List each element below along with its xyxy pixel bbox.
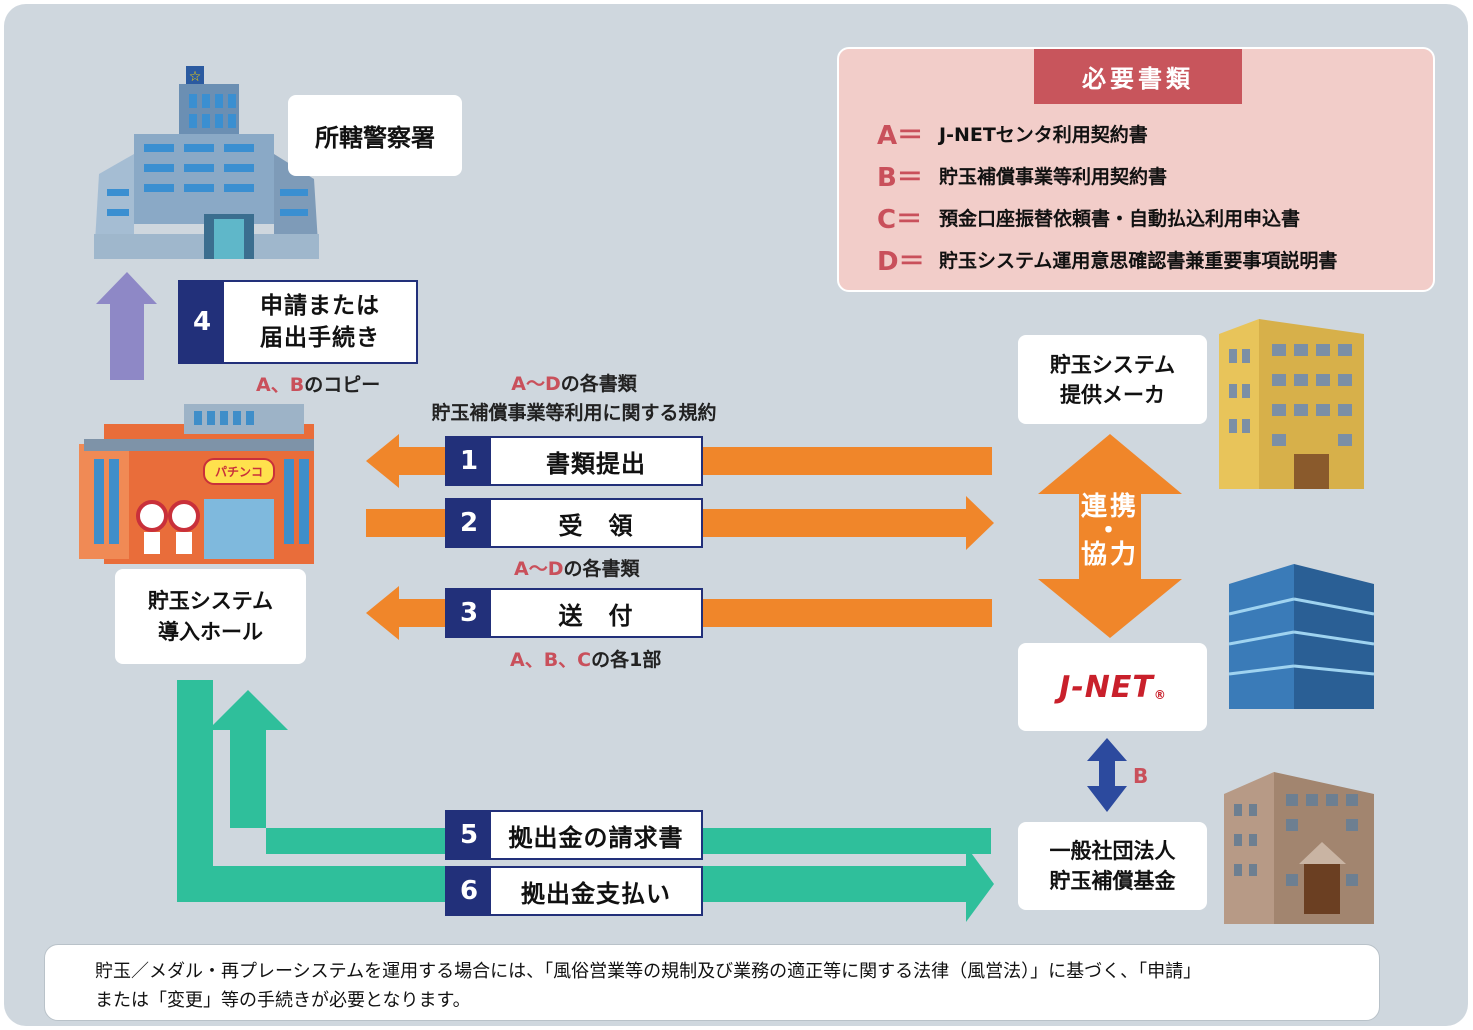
step-3-number: 3 <box>447 590 491 636</box>
fund-line1: 一般社団法人 <box>1049 839 1176 863</box>
sent-note: A、B、Cの各1部 <box>510 645 661 672</box>
jnet-building-icon <box>1228 564 1375 709</box>
required-doc-c: C＝ 預金口座振替依頼書・自動払込利用申込書 <box>877 199 1300 236</box>
required-doc-b: B＝ 貯玉補償事業等利用契約書 <box>877 157 1167 194</box>
required-doc-a: A＝ J-NETセンタ利用契約書 <box>877 115 1148 152</box>
required-doc-a-key: A＝ <box>877 121 924 151</box>
step-2: 2 受 領 <box>445 498 703 548</box>
step-3-label: 送 付 <box>558 601 634 630</box>
cooperation-line1: 連携 <box>1080 492 1139 522</box>
maker-box: 貯玉システム 提供メーカ <box>1018 335 1207 424</box>
hall-line2: 導入ホール <box>158 619 263 644</box>
jnet-logo: J-NET <box>1059 669 1154 705</box>
step-4: 4 申請または 届出手続き <box>178 280 418 364</box>
pachinko-sign: パチンコ <box>214 465 263 479</box>
received-note-text: の各書類 <box>563 558 640 580</box>
step-4-number: 4 <box>180 282 224 362</box>
required-doc-d: D＝ 貯玉システム運用意思確認書兼重要事項説明書 <box>877 241 1337 278</box>
sent-note-docs: A、B、C <box>510 649 592 671</box>
required-doc-b-text: 貯玉補償事業等利用契約書 <box>939 166 1168 188</box>
step-3: 3 送 付 <box>445 588 703 638</box>
hall-box: 貯玉システム 導入ホール <box>115 569 306 664</box>
step-4-line1: 申請または <box>260 293 380 319</box>
cooperation-label: 連携 ・ 協力 <box>1074 492 1146 570</box>
fund-line2: 貯玉補償基金 <box>1049 869 1176 893</box>
fund-building-icon <box>1224 772 1374 924</box>
cooperation-arrow <box>1038 434 1182 638</box>
step-5-number: 5 <box>447 812 491 858</box>
legal-note-line1: 貯玉／メダル・再プレーシステムを運用する場合には、「風俗営業等の規制及び業務の適… <box>95 961 1202 982</box>
jnet-registered-mark: ® <box>1153 688 1166 702</box>
docs-note-rules: 貯玉補償事業等利用に関する規約 <box>431 402 717 424</box>
step-2-label: 受 領 <box>558 511 634 540</box>
cooperation-line2: 協力 <box>1080 540 1139 570</box>
step-4-line2: 届出手続き <box>260 325 380 351</box>
hall-line1: 貯玉システム <box>147 588 274 613</box>
step-6: 6 拠出金支払い <box>445 866 703 916</box>
step-1: 1 書類提出 <box>445 436 703 486</box>
legal-note: 貯玉／メダル・再プレーシステムを運用する場合には、「風俗営業等の規制及び業務の適… <box>44 944 1380 1021</box>
cooperation-dot: ・ <box>1095 516 1125 546</box>
maker-line1: 貯玉システム <box>1049 352 1176 377</box>
docs-note: A〜Dの各書類 貯玉補償事業等利用に関する規約 <box>394 370 754 428</box>
required-doc-b-key: B＝ <box>877 163 923 193</box>
fund-box: 一般社団法人 貯玉補償基金 <box>1018 822 1207 910</box>
received-note: A〜Dの各書類 <box>514 554 640 581</box>
docs-note-range: A〜D <box>511 373 561 395</box>
police-building-icon: ☆ <box>94 66 319 259</box>
received-note-range: A〜D <box>514 558 564 580</box>
required-doc-d-key: D＝ <box>877 247 925 277</box>
svg-text:☆: ☆ <box>189 69 202 85</box>
required-doc-d-text: 貯玉システム運用意思確認書兼重要事項説明書 <box>939 250 1338 272</box>
legal-note-line2: または「変更」等の手続きが必要となります。 <box>95 990 471 1011</box>
required-doc-c-key: C＝ <box>877 205 923 235</box>
docs-note-text: の各書類 <box>560 373 637 395</box>
diagram-stage: ☆ <box>4 4 1468 1026</box>
step-1-label: 書類提出 <box>546 449 646 478</box>
police-station-label: 所轄警察署 <box>315 124 435 152</box>
sent-note-text: の各1部 <box>591 649 662 671</box>
step-5-label: 拠出金の請求書 <box>508 823 684 852</box>
required-doc-c-text: 預金口座振替依頼書・自動払込利用申込書 <box>939 208 1301 230</box>
jnet-fund-arrow <box>1087 738 1127 812</box>
flow-5-arrow <box>208 690 991 854</box>
b-label: B <box>1133 764 1149 788</box>
step-6-number: 6 <box>447 868 491 914</box>
step-2-number: 2 <box>447 500 491 546</box>
step-6-label: 拠出金支払い <box>521 879 671 908</box>
step-1-number: 1 <box>447 438 491 484</box>
copy-note: A、Bのコピー <box>256 370 380 397</box>
jnet-box: J-NET ® <box>1018 643 1207 731</box>
pachinko-hall-icon <box>79 404 314 564</box>
maker-building-icon <box>1219 319 1364 489</box>
copy-note-docs: A、B <box>256 374 305 396</box>
required-docs-panel: 必要書類 A＝ J-NETセンタ利用契約書 B＝ 貯玉補償事業等利用契約書 C＝… <box>837 47 1435 292</box>
flow-4-up-arrow <box>96 272 157 380</box>
required-doc-a-text: J-NETセンタ利用契約書 <box>939 124 1148 146</box>
maker-line2: 提供メーカ <box>1060 382 1165 407</box>
police-station-box: 所轄警察署 <box>288 95 462 176</box>
step-5: 5 拠出金の請求書 <box>445 810 703 860</box>
copy-note-text: のコピー <box>304 374 381 396</box>
required-docs-title: 必要書類 <box>1034 49 1242 104</box>
